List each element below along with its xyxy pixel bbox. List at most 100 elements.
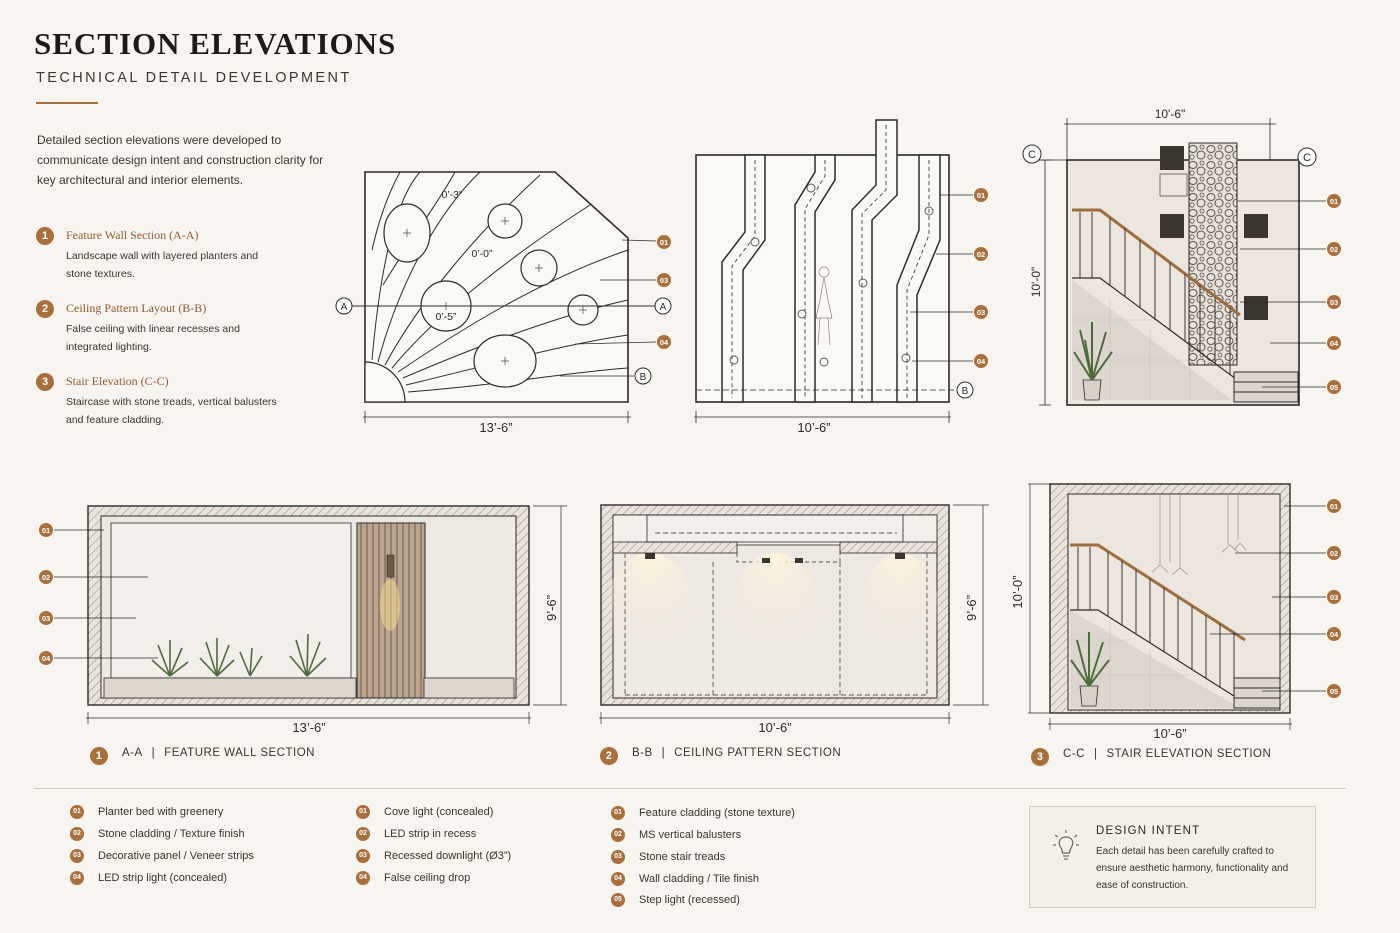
elev-c-callout-03: 03 bbox=[1330, 298, 1338, 307]
section-a-width: 13’-6” bbox=[292, 720, 325, 735]
intro-text: Detailed section elevations were develop… bbox=[37, 133, 324, 187]
plan-a-dim-2: 0’-0” bbox=[471, 248, 493, 260]
caption-number: 1 bbox=[90, 747, 108, 765]
planter-plant-2 bbox=[1070, 632, 1110, 707]
elevation-c-drawing: C C 10'-6" 10'-0" 01 02 03 04 bbox=[1022, 107, 1341, 406]
legend-text: Stone stair treads bbox=[639, 850, 726, 863]
plan-a-callout-01: 01 bbox=[660, 238, 668, 247]
legend-badge: 01 bbox=[611, 806, 625, 820]
section-c-callout-05: 05 bbox=[1330, 687, 1338, 696]
legend-badge: 02 bbox=[70, 827, 84, 841]
title-divider bbox=[36, 102, 98, 104]
legend-item: 03 Recessed downlight (Ø3”) bbox=[356, 849, 511, 863]
planter-greenery bbox=[151, 633, 327, 677]
legend-divider bbox=[34, 788, 1346, 789]
caption-code: B-B bbox=[632, 747, 653, 759]
legend-item: 04 LED strip light (concealed) bbox=[70, 871, 227, 885]
section-a-drawing: 13’-6” 9’-6” 01 02 03 04 bbox=[39, 505, 567, 735]
section-b-width: 10’-6” bbox=[758, 720, 791, 735]
legend-item: 01 Feature cladding (stone texture) bbox=[611, 806, 795, 820]
item-title: Feature Wall Section (A-A) bbox=[66, 228, 199, 242]
caption-label: FEATURE WALL SECTION bbox=[164, 747, 315, 759]
legend-text: Step light (recessed) bbox=[639, 893, 740, 906]
section-a-callout-01: 01 bbox=[42, 526, 50, 535]
item-feature-wall: 1 Feature Wall Section (A-A) Landscape w… bbox=[36, 227, 336, 280]
legend-text: Feature cladding (stone texture) bbox=[639, 806, 795, 819]
section-b-drawing: 10’-6” 9’-6” bbox=[599, 504, 989, 735]
design-intent-panel: DESIGN INTENT Each detail has been caref… bbox=[1029, 806, 1316, 908]
legend-text: Decorative panel / Veneer strips bbox=[98, 849, 254, 862]
caption-label: STAIR ELEVATION SECTION bbox=[1106, 748, 1272, 760]
lightbulb-icon bbox=[1053, 830, 1079, 860]
elev-c-section-left: C bbox=[1028, 149, 1036, 161]
section-c-callout-03: 03 bbox=[1330, 593, 1338, 602]
section-c-callout-01: 01 bbox=[1330, 502, 1338, 511]
section-c-callouts: 01 02 03 04 05 bbox=[1327, 499, 1341, 698]
plan-a-width: 13’-6” bbox=[479, 420, 512, 435]
item-title: Stair Elevation (C-C) bbox=[66, 374, 169, 388]
caption-separator: | bbox=[661, 747, 666, 759]
caption-label: CEILING PATTERN SECTION bbox=[674, 747, 842, 759]
legend-text: MS vertical balusters bbox=[639, 828, 742, 841]
caption-number: 2 bbox=[600, 747, 618, 765]
caption-section-a: 1 A-A | FEATURE WALL SECTION bbox=[90, 747, 315, 765]
legend-badge: 04 bbox=[356, 871, 370, 885]
plan-a-drawing: A A B 0’-3” 0’-0” 0’-5” 13’-6” 01 03 04 bbox=[335, 171, 672, 435]
elev-c-callout-04: 04 bbox=[1330, 339, 1339, 348]
page-title: SECTION ELEVATIONS bbox=[34, 26, 397, 61]
legend-text: Recessed downlight (Ø3”) bbox=[384, 849, 512, 862]
legend-badge: 04 bbox=[70, 871, 84, 885]
section-c-callout-04: 04 bbox=[1330, 630, 1339, 639]
item-description: Landscape wall with layered planters and… bbox=[66, 250, 259, 280]
section-a-callout-03: 03 bbox=[42, 614, 50, 623]
plan-a-dim-1: 0’-3” bbox=[441, 189, 463, 201]
section-c-callout-02: 02 bbox=[1330, 549, 1338, 558]
legend-badge: 02 bbox=[356, 827, 370, 841]
section-c-width: 10’-6” bbox=[1153, 726, 1186, 741]
legend-item: 04 Wall cladding / Tile finish bbox=[611, 872, 759, 886]
legend-badge: 04 bbox=[611, 872, 625, 886]
page-subtitle: TECHNICAL DETAIL DEVELOPMENT bbox=[36, 70, 352, 86]
item-stair-elevation: 3 Stair Elevation (C-C) Staircase with s… bbox=[36, 373, 336, 426]
legend-text: Cove light (concealed) bbox=[384, 805, 494, 818]
legend-text: Wall cladding / Tile finish bbox=[639, 872, 760, 885]
elev-c-callouts: 01 02 03 04 05 bbox=[1327, 194, 1341, 394]
caption-code: A-A bbox=[122, 747, 143, 759]
design-intent-text: Each detail has been carefully crafted t… bbox=[1096, 846, 1289, 891]
scale-figure bbox=[815, 266, 833, 346]
legend-item: 05 Step light (recessed) bbox=[611, 893, 740, 907]
section-a-callout-04: 04 bbox=[42, 654, 51, 663]
plan-b-callout-02: 02 bbox=[977, 250, 985, 259]
pendant-lights bbox=[1151, 494, 1247, 576]
legend-text: LED strip light (concealed) bbox=[98, 871, 228, 884]
elev-c-width: 10'-6" bbox=[1155, 107, 1186, 121]
legend-badge: 05 bbox=[611, 893, 625, 907]
legend-badge: 01 bbox=[356, 805, 370, 819]
plan-a-dim-3: 0’-5” bbox=[435, 311, 457, 323]
item-description: False ceiling with linear recesses and i… bbox=[66, 323, 240, 353]
legend-badge: 03 bbox=[356, 849, 370, 863]
legend-item: 01 Cove light (concealed) bbox=[356, 805, 493, 819]
item-number: 2 bbox=[36, 300, 54, 318]
legend-badge: 01 bbox=[70, 805, 84, 819]
item-number: 3 bbox=[36, 373, 54, 391]
item-number: 1 bbox=[36, 227, 54, 245]
caption-separator: | bbox=[151, 747, 156, 759]
plan-a-callout-04: 04 bbox=[660, 338, 669, 347]
plan-b-callouts: 01 02 03 04 bbox=[974, 188, 988, 368]
plan-b-drawing: B 01 02 03 04 10’-6” bbox=[694, 119, 988, 435]
plan-b-callout-03: 03 bbox=[977, 308, 985, 317]
section-a-callout-02: 02 bbox=[42, 573, 50, 582]
elev-c-height: 10'-0" bbox=[1029, 267, 1043, 298]
caption-code: C-C bbox=[1063, 748, 1085, 760]
